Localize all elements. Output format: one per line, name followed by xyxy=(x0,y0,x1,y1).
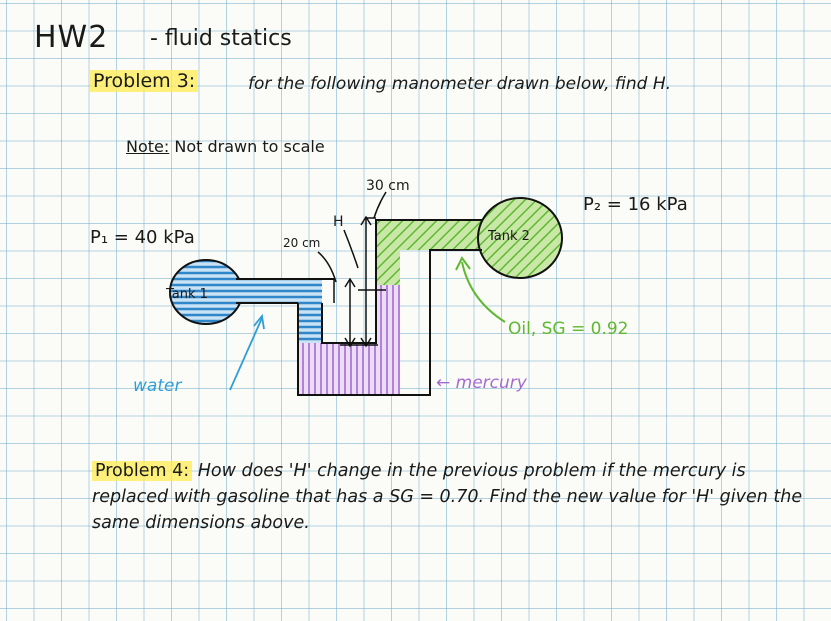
p1-label: P₁ = 40 kPa xyxy=(90,227,195,248)
problem3-highlight: Problem 3: xyxy=(90,70,199,92)
oil-arrow xyxy=(461,261,506,323)
tank1-label: Tank 1 xyxy=(165,287,208,302)
problem3-text: for the following manometer drawn below,… xyxy=(248,74,672,94)
manometer-inner-outline xyxy=(321,219,482,344)
problem4-label: Problem 4: xyxy=(92,461,193,481)
mercury-u xyxy=(298,285,400,395)
water-arrow xyxy=(229,317,263,391)
dim-h-label: H xyxy=(333,214,344,230)
dimension-lines xyxy=(317,191,387,348)
tank2-label: Tank 2 xyxy=(487,229,530,244)
mercury-label: ← mercury xyxy=(436,373,528,393)
note-label: Note: xyxy=(126,137,170,156)
problem4: Problem 4: How does 'H' change in the pr… xyxy=(92,458,812,536)
page-title: HW2 xyxy=(34,20,109,55)
dim-20cm-label: 20 cm xyxy=(283,236,320,250)
note: Note: Not drawn to scale xyxy=(126,137,325,156)
dim-30cm-label: 30 cm xyxy=(366,178,410,194)
manometer-outline xyxy=(297,249,482,396)
page-subtitle: - fluid statics xyxy=(150,26,292,51)
note-text: Not drawn to scale xyxy=(174,137,325,156)
oil-leg xyxy=(376,197,563,285)
oil-label: Oil, SG = 0.92 xyxy=(508,319,629,339)
water-label: water xyxy=(133,376,182,396)
left-leg-water xyxy=(298,303,322,343)
problem3-label: Problem 3: xyxy=(90,70,199,92)
problem4-text: How does 'H' change in the previous prob… xyxy=(92,461,803,533)
p2-label: P₂ = 16 kPa xyxy=(583,194,688,215)
tank1 xyxy=(169,259,334,325)
